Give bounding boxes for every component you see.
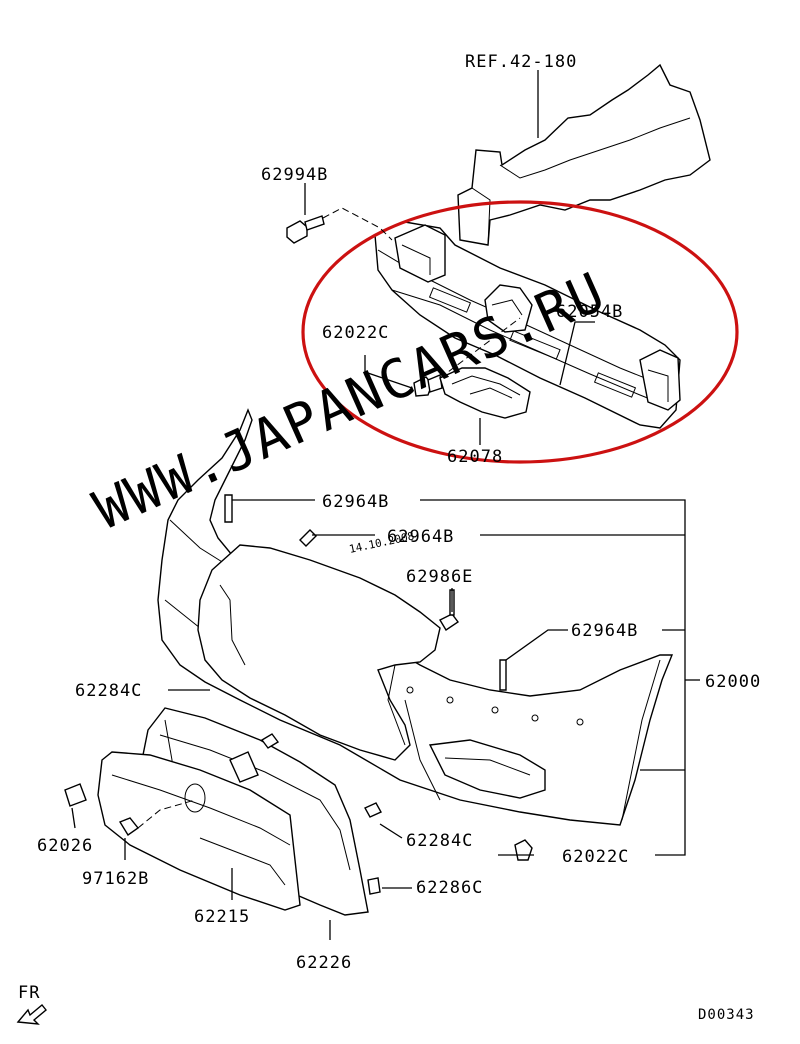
- leader-lines: [71, 70, 700, 940]
- label-62964b-b: 62964B: [387, 527, 454, 547]
- bolt-62994b-icon: [286, 207, 393, 244]
- label-62986e: 62986E: [406, 567, 473, 587]
- label-62000: 62000: [705, 672, 761, 692]
- highlight-ellipse: [301, 200, 739, 464]
- grille-62215: [97, 751, 301, 911]
- label-62054b: 62054B: [556, 302, 623, 322]
- label-62026: 62026: [37, 836, 93, 856]
- label-62215: 62215: [194, 907, 250, 927]
- label-62964b-c: 62964B: [571, 621, 638, 641]
- label-62284c-left: 62284C: [75, 681, 142, 701]
- label-62964b-a: 62964B: [322, 492, 389, 512]
- label-62022c-bottom: 62022C: [562, 847, 629, 867]
- fr-label: FR: [18, 983, 40, 1003]
- label-62226: 62226: [296, 953, 352, 973]
- label-97162b: 97162B: [82, 869, 149, 889]
- bumper-reinforcement: [374, 221, 681, 429]
- absorber-62078: [439, 317, 531, 419]
- fr-arrow-icon: [16, 1004, 47, 1025]
- label-62078: 62078: [447, 447, 503, 467]
- reference-frame: [457, 63, 711, 246]
- label-62284c-right: 62284C: [406, 831, 473, 851]
- bumper-cover: [157, 408, 674, 826]
- clip-62022c-top-icon: [413, 374, 443, 397]
- fastener-icons: [64, 494, 533, 895]
- direction-indicator: FR: [16, 983, 47, 1025]
- label-62022c-top: 62022C: [322, 323, 389, 343]
- drawing-code: D00343: [698, 1007, 755, 1023]
- label-62286c: 62286C: [416, 878, 483, 898]
- ref-label: REF.42-180: [465, 52, 577, 72]
- label-62994b: 62994B: [261, 165, 328, 185]
- part-labels: REF.42-180 62994B 62022C 62054B 62078 62…: [37, 52, 761, 973]
